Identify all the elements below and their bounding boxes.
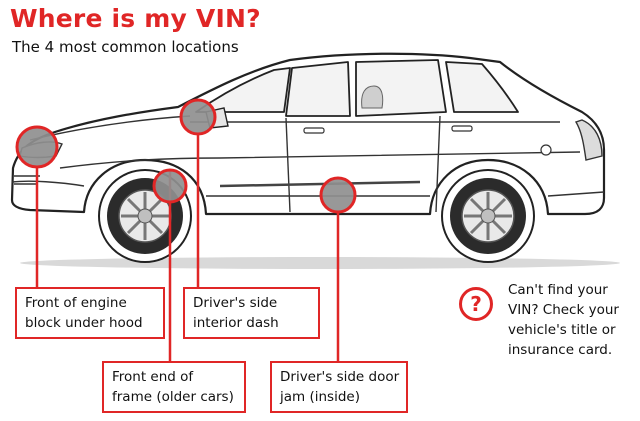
callout-line: block under hood — [25, 315, 143, 331]
callout-line: interior dash — [193, 315, 279, 331]
help-line: VIN? Check your — [508, 302, 619, 318]
marker-engine — [15, 125, 59, 169]
callout-engine-block: Front of engine block under hood — [15, 287, 165, 339]
front-door-handle — [303, 127, 325, 134]
callout-line: Front end of — [112, 369, 194, 385]
callout-frame: Front end of frame (older cars) — [102, 361, 246, 413]
windows — [195, 59, 519, 117]
help-line: Can't find your — [508, 282, 608, 298]
marker-dash — [179, 98, 217, 136]
callout-line: frame (older cars) — [112, 389, 234, 405]
body-lines — [11, 115, 605, 213]
rear-door-seam — [435, 115, 441, 213]
front-wheel — [98, 169, 192, 263]
front-door-seam — [285, 117, 291, 213]
tail-light — [574, 119, 603, 161]
callout-line: jam (inside) — [280, 389, 360, 405]
grille — [14, 175, 40, 185]
marker-frame — [152, 168, 188, 204]
rear-door-handle — [451, 125, 473, 132]
page-title: Where is my VIN? — [10, 4, 261, 33]
help-line: vehicle's title or — [508, 322, 616, 338]
fuel-cap — [540, 144, 552, 156]
front-side-window — [285, 61, 351, 117]
rear-bumper — [547, 191, 605, 197]
seat-back — [361, 85, 384, 109]
ground-shadow — [20, 257, 620, 269]
rear-wheel — [441, 169, 535, 263]
rear-quarter-window — [445, 61, 519, 113]
callout-door-jam: Driver's side door jam (inside) — [270, 361, 408, 413]
callout-interior-dash: Driver's side interior dash — [183, 287, 320, 339]
question-mark-glyph: ? — [470, 292, 482, 316]
rub-strip — [219, 180, 421, 188]
callout-line: Driver's side — [193, 295, 278, 311]
location-markers — [15, 98, 357, 214]
callout-line: Driver's side door — [280, 369, 400, 385]
page-subtitle: The 4 most common locations — [12, 38, 239, 56]
marker-door — [319, 176, 357, 214]
callout-line: Front of engine — [25, 295, 127, 311]
character-line — [59, 151, 581, 169]
question-circle-icon: ? — [459, 287, 493, 321]
help-line: insurance card. — [508, 342, 613, 358]
front-bumper — [11, 180, 85, 187]
help-text: Can't find your VIN? Check your vehicle'… — [508, 280, 640, 360]
